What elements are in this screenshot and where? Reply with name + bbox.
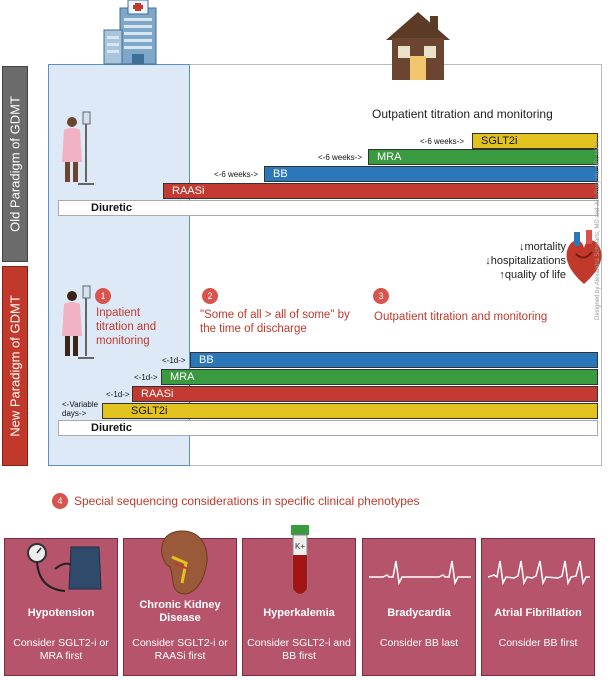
phenotype-desc-hypotension: Consider SGLT2-i or MRA first [13,637,109,662]
phenotype-title-hyperkalemia: Hyperkalemia [263,607,335,619]
phenotype-card-hypotension: Hypotension Consider SGLT2-i or MRA firs… [4,538,118,676]
phenotype-desc-ckd: Consider SGLT2-i or RAASi first [132,637,228,662]
outcome-quality: ↑quality of life [499,269,566,281]
old-lag-sglt2i: <-6 weeks-> [420,137,465,146]
hospital-icon [103,0,157,65]
ecg-irregular-icon [488,560,590,586]
heart-icon [566,230,602,284]
new-lag-bb: <-1d-> [162,356,186,365]
old-outpatient-title: Outpatient titration and monitoring [372,107,553,121]
new-bar-raasi: RAASi [132,386,598,402]
step-2-text: "Some of all > all of some" by the time … [200,309,350,335]
new-bar-diuretic: Diuretic [58,420,598,436]
old-bar-sglt2i: SGLT2i [472,133,598,149]
step-3-text: Outpatient titration and monitoring [374,311,548,323]
blood-pressure-cuff-icon [27,543,102,592]
step-3-badge: 3 [373,288,389,304]
ecg-slow-icon [369,560,471,586]
old-paradigm-label: Old Paradigm of GDMT [2,66,28,262]
outcome-hospitalizations: ↓hospitalizations [485,255,566,267]
phenotype-desc-hyperkalemia: Consider SGLT2-i and BB first [247,637,351,662]
phenotype-title-bradycardia: Bradycardia [387,607,451,619]
new-lag-raasi: <-1d-> [106,390,130,399]
new-lag-mra: <-1d-> [134,373,158,382]
step-4-text: Special sequencing considerations in spe… [74,494,420,508]
step-2-badge: 2 [202,288,218,304]
phenotype-title-hypotension: Hypotension [27,607,95,619]
old-bar-bb: BB [264,166,598,182]
phenotype-card-afib: Atrial Fibrillation Consider BB first [481,538,595,676]
new-paradigm-text: New Paradigm of GDMT [7,295,23,437]
old-bar-mra: MRA [368,149,598,165]
new-paradigm-label: New Paradigm of GDMT [2,266,28,466]
phenotype-card-ckd: Chronic Kidney Disease Consider SGLT2-i … [123,530,237,676]
old-lag-mra: <-6 weeks-> [318,153,363,162]
phenotype-card-bradycardia: Bradycardia Consider BB last [362,538,476,676]
phenotype-title-afib: Atrial Fibrillation [494,607,582,619]
blood-tube-icon: K+ [291,525,309,595]
outcome-mortality: ↓mortality [518,241,566,253]
phenotype-title-ckd: Chronic Kidney Disease [139,599,221,624]
step-1-badge: 1 [95,288,111,304]
old-bar-raasi: RAASi [163,183,598,199]
phenotype-desc-afib: Consider BB first [498,637,578,649]
home-icon [386,12,450,80]
credit-text: Designed by Alexandra Schwarts, MD and J… [595,141,601,320]
new-bar-sglt2i: SGLT2i [102,403,598,419]
step-1-text: Inpatient titration and monitoring [96,307,157,347]
new-bar-bb: BB [190,352,598,368]
step-4-badge: 4 [52,493,68,509]
tube-label: K+ [295,542,305,551]
outcomes-list: ↓mortality ↓hospitalizations ↑quality of… [474,240,566,282]
patient-iv-icon-new [62,285,94,359]
phenotype-card-hyperkalemia: K+ Hyperkalemia Consider SGLT2-i and BB … [242,525,356,676]
old-paradigm-text: Old Paradigm of GDMT [7,96,23,232]
new-lag-sglt2i: <-Variable days-> [62,400,99,418]
patient-iv-icon [62,111,94,185]
kidney-icon [161,530,208,595]
new-bar-mra: MRA [161,369,598,385]
old-lag-bb: <-6 weeks-> [214,170,259,179]
phenotype-desc-bradycardia: Consider BB last [379,637,459,649]
old-bar-diuretic: Diuretic [58,200,598,216]
